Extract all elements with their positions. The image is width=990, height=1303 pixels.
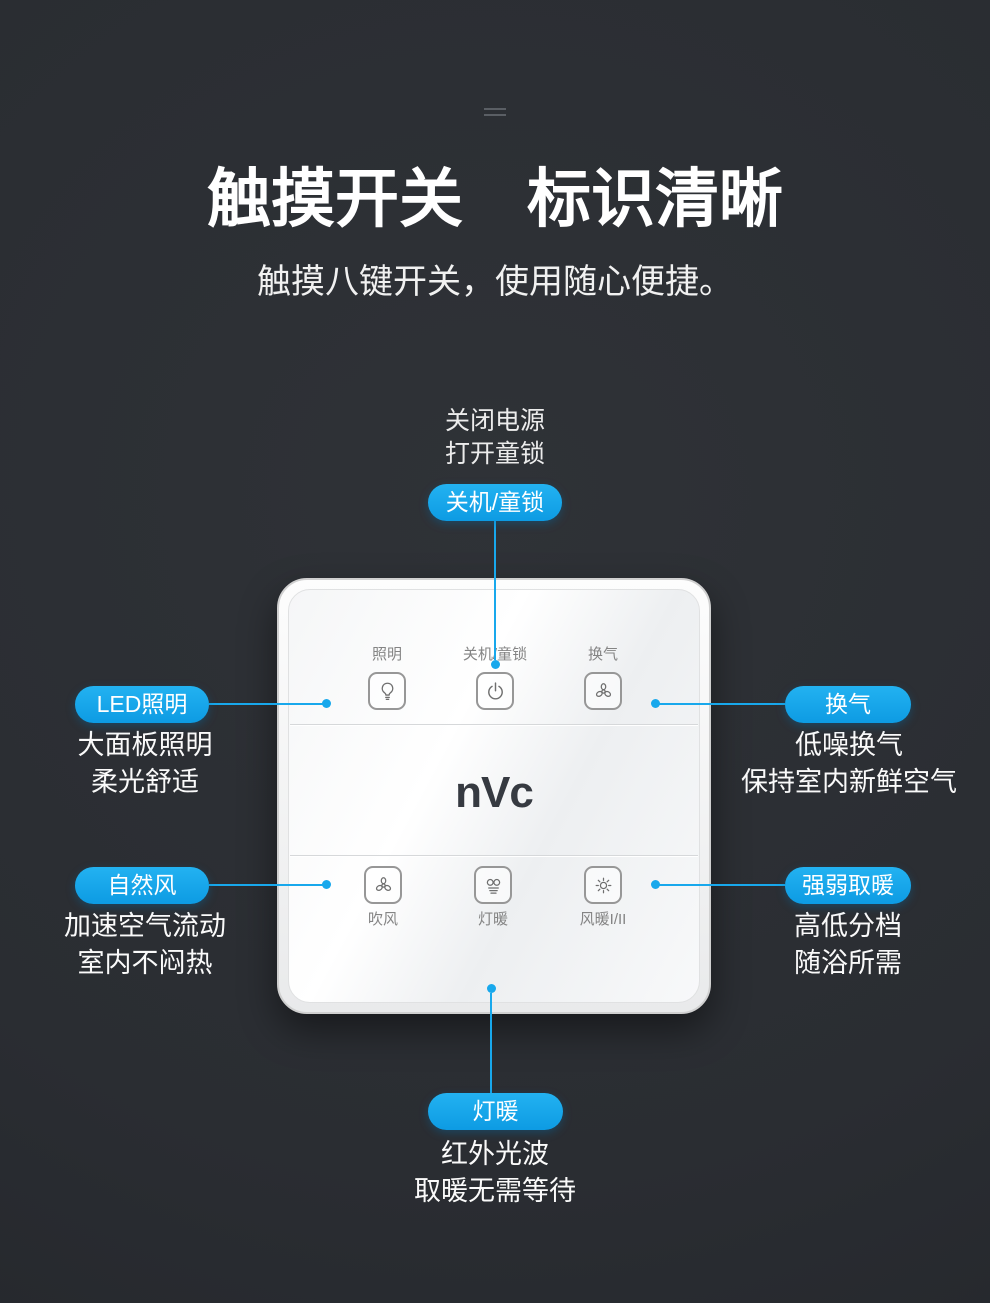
ventilation-description: 低噪换气 保持室内新鲜空气 — [715, 727, 983, 801]
lamp-heat-icon — [474, 866, 512, 904]
badge-ventilation: 换气 — [785, 686, 911, 723]
key-label: 风暖I/II — [579, 911, 627, 928]
desc-line: 红外光波 — [441, 1139, 549, 1169]
connector-line-vent — [659, 703, 785, 705]
connector-dot-wind — [322, 880, 331, 889]
panel-divider — [290, 855, 698, 856]
connector-line-wind — [209, 884, 326, 886]
power-child-lock-icon — [476, 672, 514, 710]
panel-divider — [290, 724, 698, 725]
fan-blades-icon — [364, 866, 402, 904]
key-label: 照明 — [371, 646, 402, 663]
connector-dot-lamp — [487, 984, 496, 993]
connector-line-heat — [659, 884, 785, 886]
desc-line: 关闭电源 — [444, 407, 545, 435]
ventilation-fan-icon — [584, 672, 622, 710]
desc-line: 随浴所需 — [794, 948, 902, 978]
key-ventilation: 换气 — [548, 646, 658, 710]
desc-line: 柔光舒适 — [91, 767, 199, 797]
desc-line: 加速空气流动 — [64, 911, 226, 941]
key-light: 照明 — [332, 646, 442, 710]
badge-power-child-lock: 关机/童锁 — [428, 484, 562, 521]
connector-line-led — [209, 703, 326, 705]
desc-line: 高低分档 — [794, 911, 902, 941]
desc-line: 打开童锁 — [444, 440, 545, 468]
key-label: 吹风 — [367, 911, 398, 928]
desc-line: 低噪换气 — [795, 730, 903, 760]
key-label: 换气 — [587, 646, 618, 663]
key-label: 灯暖 — [477, 911, 508, 928]
key-blow-fan: 吹风 — [328, 866, 438, 929]
section-divider-icon — [484, 108, 506, 120]
page-title: 触摸开关 标识清晰 — [207, 163, 783, 235]
power-lock-description: 关闭电源 打开童锁 — [345, 405, 645, 471]
key-power-child-lock: 关机/童锁 — [440, 646, 550, 710]
desc-line: 室内不闷热 — [77, 948, 213, 978]
badge-lamp-heat: 灯暖 — [428, 1093, 563, 1130]
page-subtitle: 触摸八键开关，使用随心便捷。 — [257, 263, 733, 301]
heat-level-description: 高低分档 随浴所需 — [738, 908, 958, 982]
connector-line-top — [494, 521, 496, 660]
desc-line: 保持室内新鲜空气 — [741, 767, 957, 797]
badge-led-lighting: LED照明 — [75, 686, 209, 723]
nvc-logo: nVc — [455, 768, 534, 817]
natural-wind-description: 加速空气流动 室内不闷热 — [25, 908, 265, 982]
desc-line: 大面板照明 — [77, 730, 213, 760]
bulb-icon — [368, 672, 406, 710]
desc-line: 取暖无需等待 — [414, 1176, 576, 1206]
connector-line-lamp — [490, 993, 492, 1093]
key-fan-heat: 风暖I/II — [548, 866, 658, 929]
connector-dot-led — [322, 699, 331, 708]
connector-dot-top — [491, 660, 500, 669]
key-lamp-heat: 灯暖 — [438, 866, 548, 929]
badge-heat-level: 强弱取暖 — [785, 867, 911, 904]
connector-dot-heat — [651, 880, 660, 889]
lamp-heat-description: 红外光波 取暖无需等待 — [375, 1136, 615, 1210]
led-description: 大面板照明 柔光舒适 — [32, 727, 258, 801]
connector-dot-vent — [651, 699, 660, 708]
badge-natural-wind: 自然风 — [75, 867, 209, 904]
fan-heat-icon — [584, 866, 622, 904]
